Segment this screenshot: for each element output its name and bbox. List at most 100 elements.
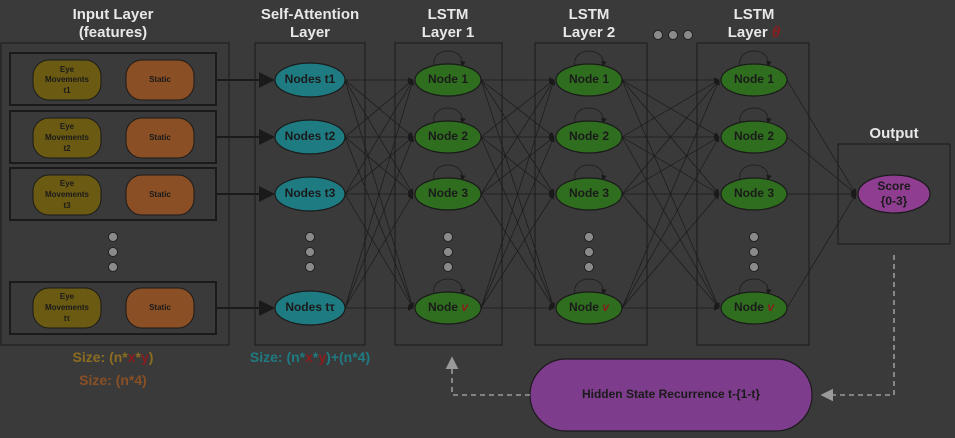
eye-time-label: t3 <box>63 201 71 210</box>
lstm-node-label: Node 2 <box>734 129 774 143</box>
static-label: Static <box>149 133 171 142</box>
lstm2-ellipsis-dots <box>584 232 594 272</box>
lstm3-subtitle-text: Layer <box>728 24 772 41</box>
dense-connection <box>344 79 414 195</box>
layer-ellipsis-dots <box>653 30 693 40</box>
y-symbol: y <box>318 349 326 365</box>
eye-label: Movements <box>45 75 90 84</box>
attention-node-label: Nodes tτ <box>285 300 335 314</box>
input-row: Eye Movements t2 Static <box>9 110 217 164</box>
size-text: )+(n*4) <box>326 349 370 365</box>
attention-layer-box <box>254 42 366 346</box>
lstm2-subtitle: Layer 2 <box>563 24 616 41</box>
attention-node: Nodes t2 <box>274 119 346 155</box>
dense-connection <box>480 136 555 195</box>
dense-connection <box>621 79 720 195</box>
lstm-node-label: Node 3 <box>428 186 468 200</box>
size-text: Size: (n* <box>250 349 306 365</box>
v-symbol: v <box>602 300 610 314</box>
eye-movements-block <box>32 174 102 216</box>
connection-edges <box>216 72 857 316</box>
lstm3-subtitle: Layer θ <box>728 24 781 41</box>
hidden-state-block: Hidden State Recurrence t-{1-t} <box>529 358 813 432</box>
eye-label: Movements <box>45 303 90 312</box>
lstm2-node: Node 3 <box>555 164 623 211</box>
static-label: Static <box>149 303 171 312</box>
lstm2-node: Node v <box>555 278 623 325</box>
output-connection <box>786 193 857 309</box>
hidden-state-label: Hidden State Recurrence t-{1-t} <box>582 387 760 401</box>
lstm-node-label: Node 2 <box>569 129 609 143</box>
lstm-node-label: Node 1 <box>569 72 609 86</box>
lstm-node-label: Node v <box>428 300 469 314</box>
static-label: Static <box>149 190 171 199</box>
score-label: Score <box>877 179 911 193</box>
eye-time-label: t1 <box>63 86 71 95</box>
v-symbol: v <box>461 300 469 314</box>
lstm-node-label: Node 3 <box>734 186 774 200</box>
size-text: ) <box>149 349 154 365</box>
eye-movements-block <box>32 59 102 101</box>
lstm3-title: LSTM <box>734 6 775 23</box>
static-block <box>125 59 195 101</box>
input-row: Eye Movements t1 Static <box>9 52 217 106</box>
lstm3-node: Node 1 <box>720 50 788 97</box>
dense-connection <box>621 136 720 309</box>
lstm3-node: Node 3 <box>720 164 788 211</box>
eye-label: Movements <box>45 133 90 142</box>
lstm-node-label: Node v <box>734 300 775 314</box>
dense-connection <box>621 79 720 138</box>
attention-node-label: Nodes t3 <box>285 186 336 200</box>
static-label: Static <box>149 75 171 84</box>
lstm-node-label-text: Node <box>734 300 767 314</box>
lstm1-subtitle: Layer 1 <box>422 24 475 41</box>
lstm2-node: Node 2 <box>555 107 623 154</box>
attention-node-label: Nodes t2 <box>285 129 336 143</box>
eye-time-label: tτ <box>64 314 71 323</box>
dense-connection <box>344 136 414 309</box>
static-block <box>125 287 195 329</box>
lstm1-layer-box <box>394 42 503 346</box>
input-layer-box <box>0 42 230 346</box>
static-block <box>125 117 195 159</box>
theta-symbol: θ <box>772 24 781 41</box>
attention-layer-subtitle: Layer <box>290 24 330 41</box>
dense-connection <box>344 136 414 195</box>
dense-connection <box>621 136 720 195</box>
lstm-node-label-text: Node <box>569 300 602 314</box>
dense-connection <box>344 79 414 138</box>
attention-size-label: Size: (n*x*y)+(n*4) <box>250 349 370 365</box>
attention-node-label: Nodes t1 <box>285 72 336 86</box>
attention-ellipsis-dots <box>305 232 315 272</box>
attention-node: Nodes t3 <box>274 176 346 212</box>
static-block <box>125 174 195 216</box>
size-text: Size: (n* <box>73 349 129 365</box>
y-symbol: y <box>141 349 149 365</box>
dense-connection <box>480 193 555 309</box>
output-title: Output <box>869 125 918 142</box>
attention-layer-title: Self-Attention <box>261 6 359 23</box>
size-text: * <box>136 349 142 365</box>
eye-movements-block <box>32 117 102 159</box>
eye-label: Eye <box>60 65 75 74</box>
size-text: * <box>313 349 319 365</box>
lstm-node-label: Node 3 <box>569 186 609 200</box>
lstm1-node: Node 1 <box>414 50 482 97</box>
dense-connection <box>621 79 720 309</box>
eye-label: Eye <box>60 122 75 131</box>
x-symbol: x <box>305 349 313 365</box>
static-size-label: Size: (n*4) <box>79 372 147 388</box>
dense-connection <box>480 79 556 309</box>
dense-connection <box>480 79 555 138</box>
v-symbol: v <box>767 300 775 314</box>
attention-node: Nodes t1 <box>274 62 346 98</box>
lstm3-ellipsis-dots <box>749 232 759 272</box>
lstm1-node: Node v <box>414 278 482 325</box>
input-layer-title: Input Layer <box>73 6 154 23</box>
lstm-node-label: Node 1 <box>734 72 774 86</box>
lstm-node-label: Node 1 <box>428 72 468 86</box>
lstm1-ellipsis-dots <box>443 232 453 272</box>
eye-time-label: t2 <box>63 144 71 153</box>
lstm3-node: Node v <box>720 278 788 325</box>
input-layer-subtitle: (features) <box>79 24 147 41</box>
